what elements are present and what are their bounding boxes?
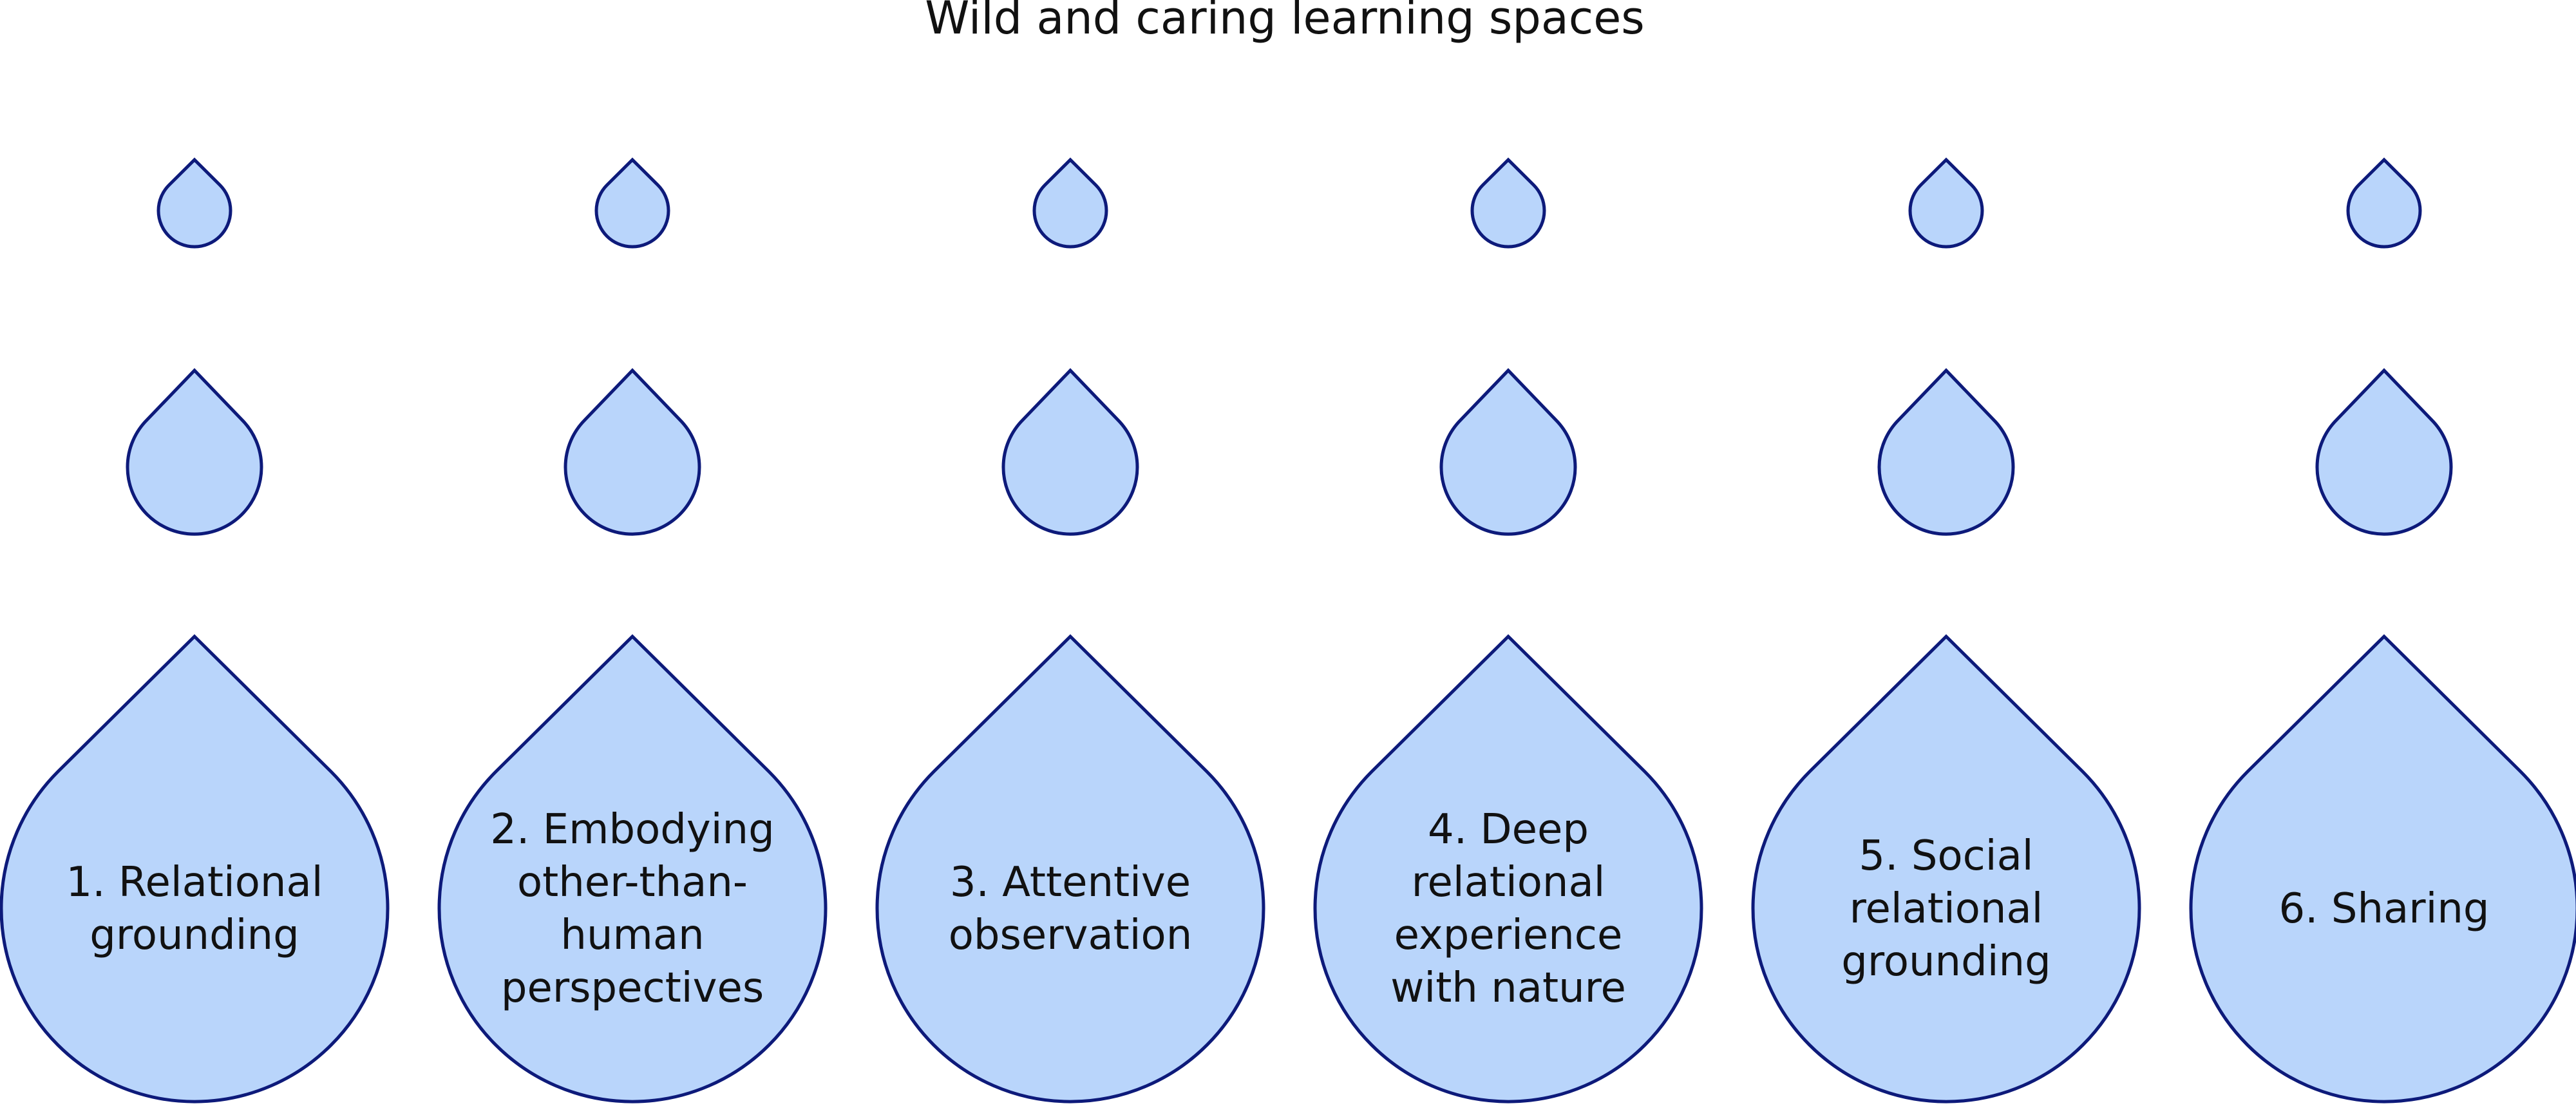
drop-label-line: 6. Sharing (2278, 885, 2489, 933)
diagram-title: Wild and caring learning spaces (925, 0, 1645, 44)
drop-label-line: with nature (1390, 964, 1626, 1012)
drop-medium (1001, 368, 1139, 536)
drop-column-4: 4. Deep relational experience with nature (1313, 157, 1703, 1103)
drop-label-line: 4. Deep (1428, 806, 1589, 854)
drop-small (2346, 157, 2422, 249)
drop-label: 2. Embodying other-than-human perspectives (490, 806, 774, 1012)
drop-label-line: observation (949, 912, 1193, 959)
drop-label: 1. Relational grounding (66, 859, 323, 959)
drop-label-line: 2. Embodying (490, 806, 774, 854)
drop-label-line: 5. Social (1859, 832, 2033, 880)
drop-small (1032, 157, 1108, 249)
drop-label-line: perspectives (501, 964, 764, 1012)
drop-large (1313, 634, 1703, 1103)
drop-column-6: 6. Sharing (2189, 157, 2576, 1103)
drop-label: 4. Deep relational experience with nature (1390, 806, 1626, 1012)
drop-medium (1877, 368, 2015, 536)
drop-label-line: relational (1412, 859, 1605, 906)
drop-large (0, 634, 390, 1103)
drop-small (1470, 157, 1546, 249)
drop-label: 5. Social relational grounding (1841, 832, 2050, 986)
drop-medium (2315, 368, 2453, 536)
drop-label-line: 3. Attentive (950, 859, 1191, 906)
drop-label-line: 1. Relational (66, 859, 323, 906)
drop-medium (126, 368, 263, 536)
drop-column-3: 3. Attentive observation (875, 157, 1265, 1103)
drop-medium (1439, 368, 1577, 536)
drop-small (594, 157, 670, 249)
drop-small (1908, 157, 1984, 249)
drop-label-line: grounding (90, 912, 299, 959)
drop-label-line: other-than- (517, 859, 748, 906)
drop-column-1: 1. Relational grounding (0, 157, 390, 1103)
drop-label-line: experience (1394, 912, 1623, 959)
drop-large (437, 634, 828, 1103)
drop-label-line: human (560, 912, 704, 959)
drop-large (1751, 634, 2141, 1103)
drop-label: 6. Sharing (2278, 885, 2489, 933)
drops-layer: 1. Relational grounding 2. Embodying other-… (0, 157, 2576, 1103)
drop-column-2: 2. Embodying other-than-human perspectives (437, 157, 828, 1103)
drop-large (875, 634, 1265, 1103)
drop-label-line: grounding (1841, 938, 2050, 986)
drop-label: 3. Attentive observation (949, 859, 1193, 959)
drop-small (156, 157, 232, 249)
drop-label-line: relational (1850, 885, 2043, 933)
drop-large (2189, 634, 2576, 1103)
drop-column-5: 5. Social relational grounding (1751, 157, 2141, 1103)
drop-medium (564, 368, 701, 536)
